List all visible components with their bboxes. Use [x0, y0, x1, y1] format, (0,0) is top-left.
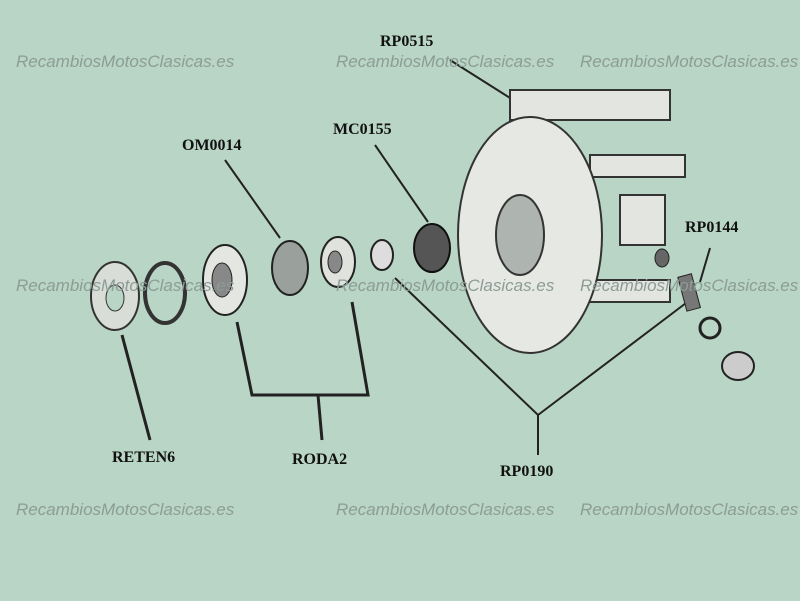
watermark: RecambiosMotosClasicas.es	[336, 52, 555, 71]
watermark: RecambiosMotosClasicas.es	[580, 500, 799, 519]
bearing-part-2	[320, 236, 356, 288]
bearing-part	[202, 244, 248, 316]
watermark: RecambiosMotosClasicas.es	[16, 276, 235, 295]
label-rp0515: RP0515	[380, 33, 434, 50]
label-roda2: RODA2	[292, 451, 348, 468]
watermark: RecambiosMotosClasicas.es	[336, 276, 555, 295]
leader-rp0144	[699, 247, 711, 283]
leader-roda2-bracket	[235, 301, 370, 397]
seal-part	[90, 261, 140, 331]
ring-part	[271, 240, 309, 296]
gear-part	[413, 223, 451, 273]
leader-rp0515	[449, 59, 511, 99]
leader-om0014	[224, 159, 281, 239]
watermark: RecambiosMotosClasicas.es	[16, 500, 235, 519]
plug-screw-part	[721, 351, 755, 381]
watermark: RecambiosMotosClasicas.es	[336, 500, 555, 519]
watermark: RecambiosMotosClasicas.es	[580, 276, 799, 295]
washer-part	[698, 316, 722, 340]
leader-roda2	[316, 394, 324, 441]
bushing-part	[370, 239, 394, 271]
watermark: RecambiosMotosClasicas.es	[580, 52, 799, 71]
label-rp0190: RP0190	[500, 463, 554, 480]
circlip-part	[143, 261, 187, 325]
label-rp0144: RP0144	[685, 219, 739, 236]
watermark: RecambiosMotosClasicas.es	[16, 52, 235, 71]
hub-housing-part	[457, 89, 686, 354]
leader-reten6	[120, 334, 152, 441]
label-mc0155: MC0155	[333, 121, 392, 138]
label-om0014: OM0014	[182, 137, 242, 154]
label-reten6: RETEN6	[112, 449, 176, 466]
leader-mc0155	[374, 144, 429, 223]
screw-part	[677, 273, 702, 312]
nut-part	[654, 248, 670, 268]
